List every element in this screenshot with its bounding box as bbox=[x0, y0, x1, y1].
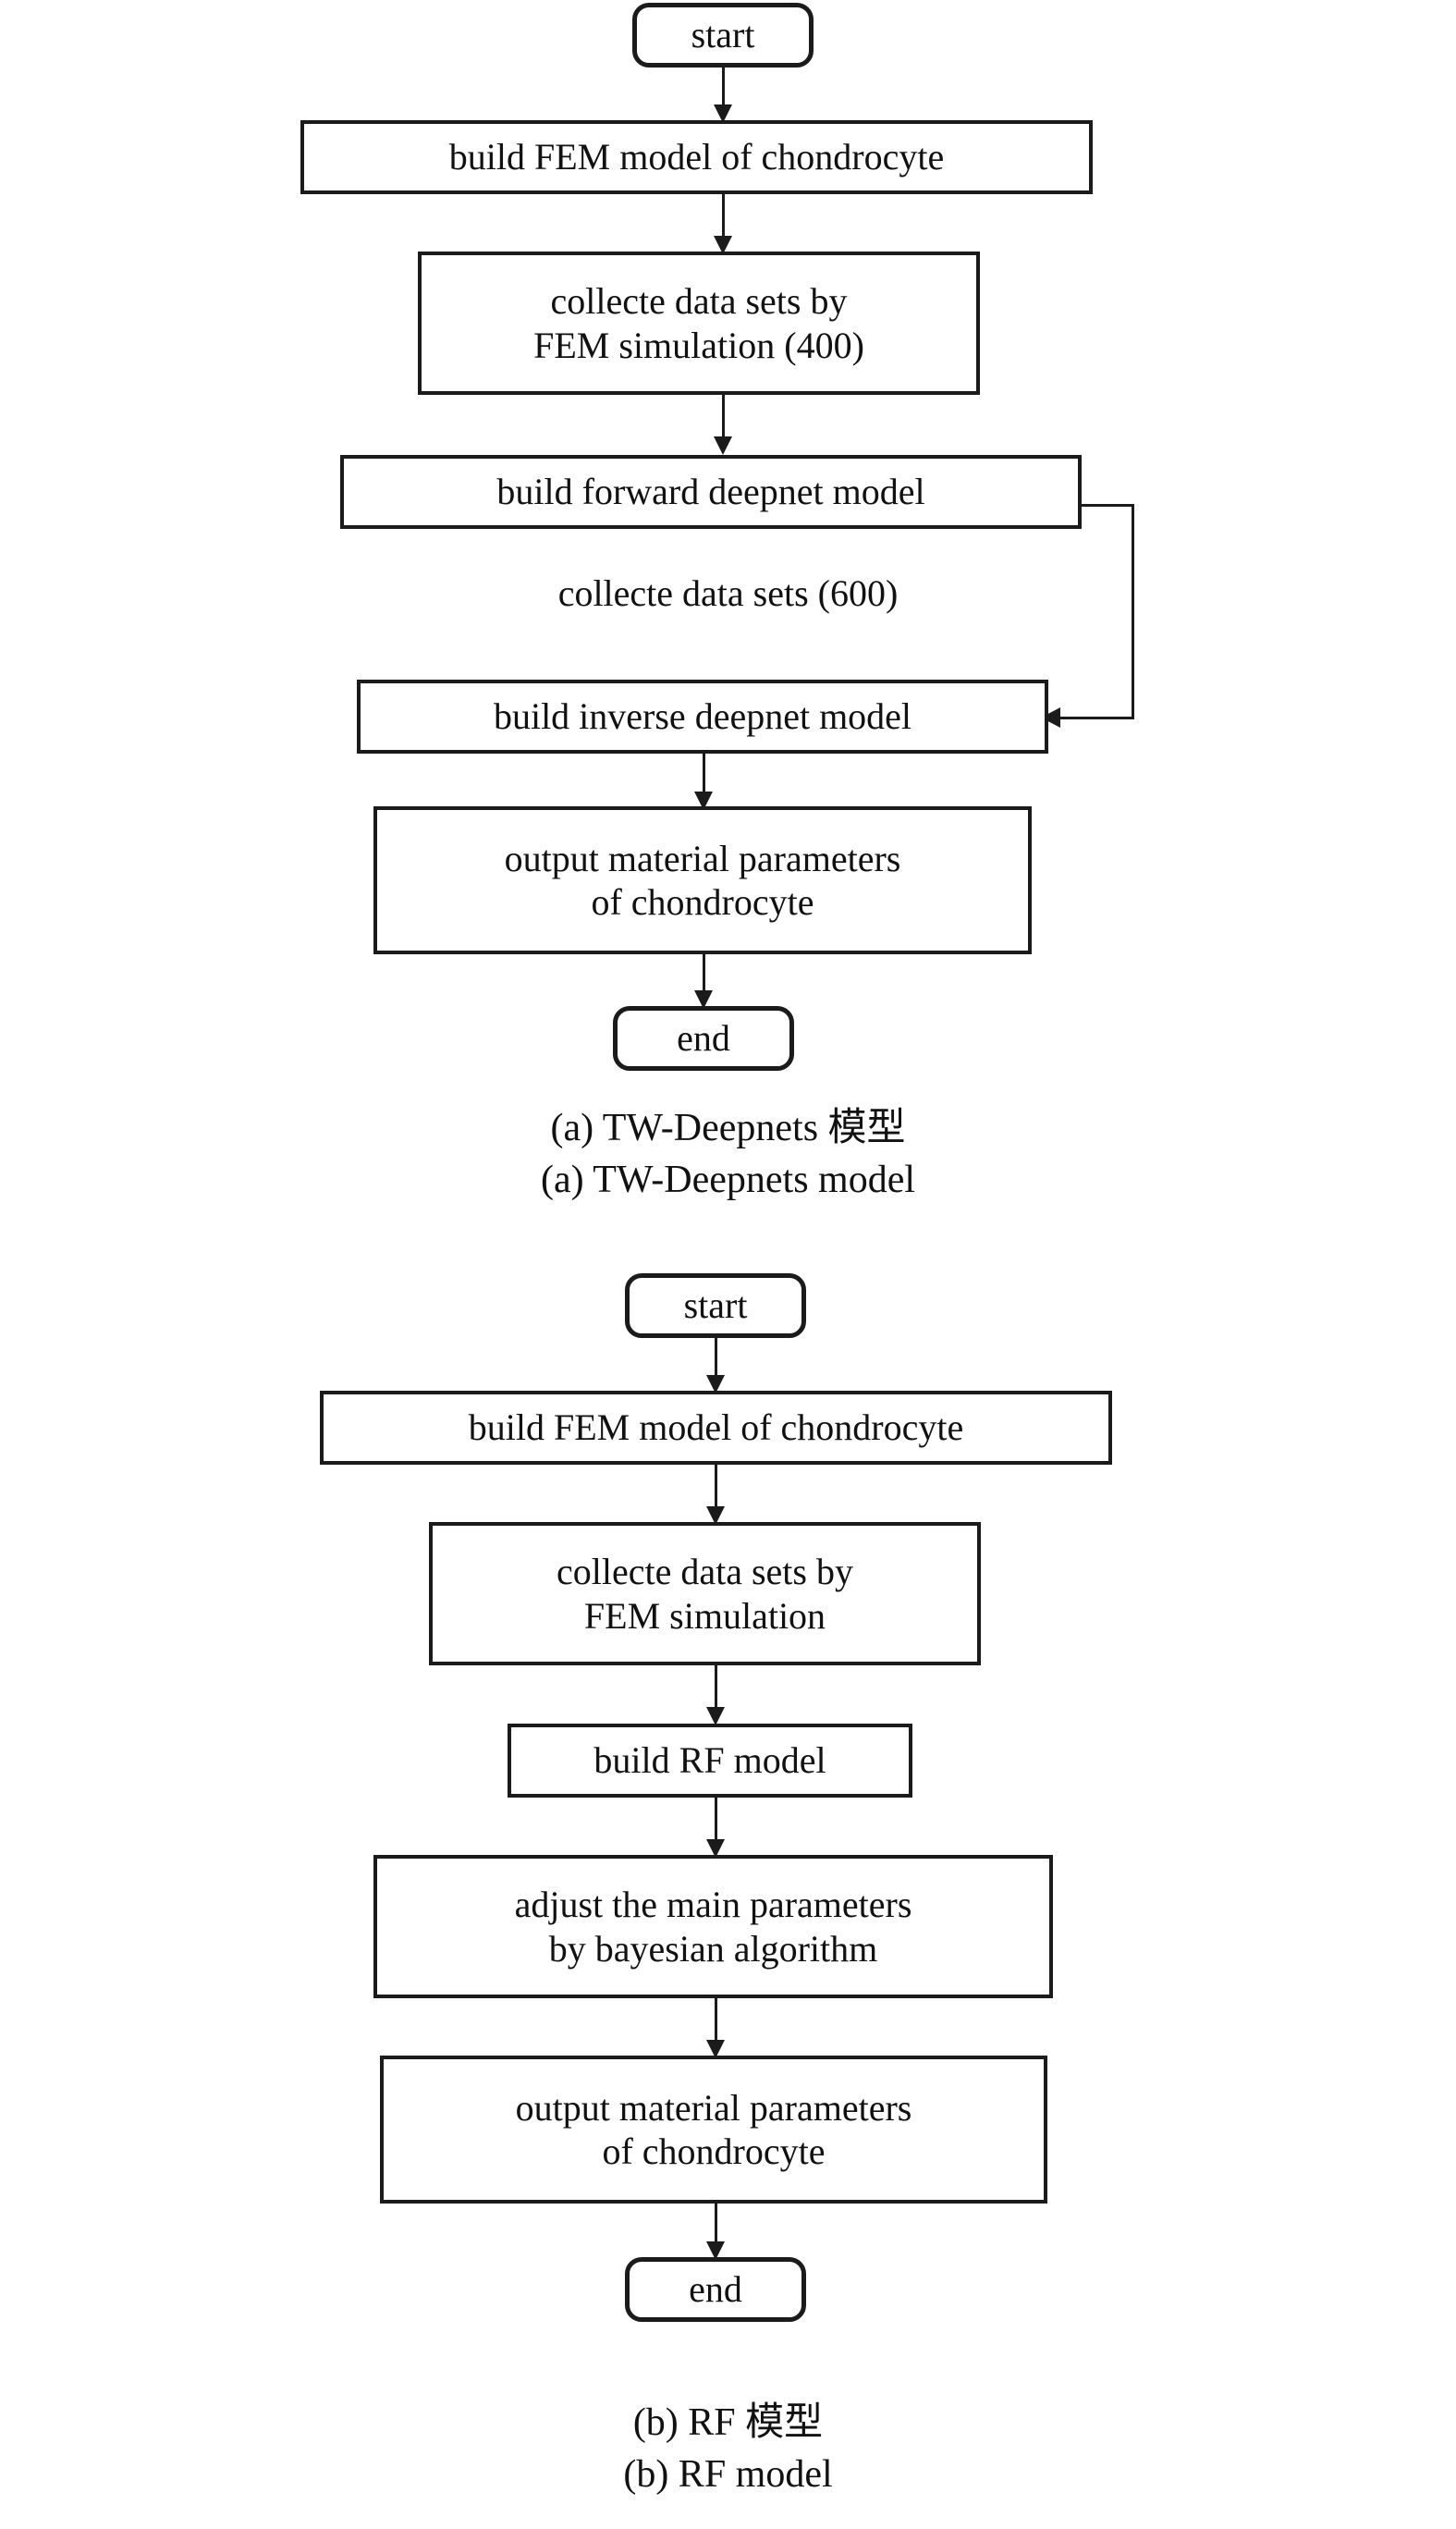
edge-a-loop-bottom bbox=[1056, 717, 1133, 719]
arrowhead-b-fem-to-collect bbox=[706, 1506, 725, 1525]
edge-b-fem-to-collect bbox=[715, 1465, 717, 1518]
node-b-collect: collecte data sets by FEM simulation bbox=[429, 1522, 981, 1665]
node-a-output: output material parameters of chondrocyt… bbox=[373, 806, 1032, 954]
arrowhead-b-start-to-fem bbox=[706, 1375, 725, 1393]
arrowhead-a-fem-to-collect bbox=[714, 236, 732, 254]
arrowhead-b-adjust-to-output bbox=[706, 2040, 725, 2058]
arrowhead-a-collect-to-forward bbox=[714, 436, 732, 455]
edge-b-adjust-to-output bbox=[715, 1998, 717, 2052]
edge-a-loop-top bbox=[1082, 504, 1134, 507]
node-a-forward: build forward deepnet model bbox=[340, 455, 1082, 529]
edge-a-inverse-to-output bbox=[703, 754, 705, 804]
caption-a-en: (a) TW-Deepnets model bbox=[540, 1159, 916, 1201]
caption-a-cn: (a) TW-Deepnets 模型 bbox=[550, 1107, 906, 1149]
node-b-start: start bbox=[625, 1273, 806, 1338]
node-b-fem: build FEM model of chondrocyte bbox=[320, 1391, 1112, 1465]
node-a-start: start bbox=[632, 3, 814, 68]
edge-a-loop-right bbox=[1132, 504, 1134, 719]
edge-b-start-to-fem bbox=[715, 1338, 717, 1386]
arrowhead-a-inverse-to-output bbox=[694, 792, 713, 810]
arrowhead-b-output-to-end bbox=[706, 2241, 725, 2260]
node-b-end: end bbox=[625, 2257, 806, 2322]
edge-b-output-to-end bbox=[715, 2204, 717, 2253]
node-b-adjust: adjust the main parameters by bayesian a… bbox=[373, 1855, 1053, 1998]
arrowhead-b-rf-to-adjust bbox=[706, 1839, 725, 1858]
edge-b-collect-to-rf bbox=[715, 1665, 717, 1719]
edge-a-collect-to-forward bbox=[722, 395, 725, 448]
edge-b-rf-to-adjust bbox=[715, 1798, 717, 1851]
edge-a-fem-to-collect bbox=[722, 194, 725, 248]
arrowhead-a-output-to-end bbox=[694, 990, 713, 1009]
caption-b-cn: (b) RF 模型 bbox=[632, 2401, 824, 2444]
node-b-rf: build RF model bbox=[508, 1724, 912, 1798]
node-b-output: output material parameters of chondrocyt… bbox=[380, 2056, 1047, 2204]
node-a-inverse: build inverse deepnet model bbox=[357, 680, 1048, 754]
node-a-end: end bbox=[613, 1006, 794, 1071]
caption-b-en: (b) RF model bbox=[623, 2453, 833, 2496]
arrowhead-a-start-to-fem bbox=[714, 104, 732, 123]
edge-a-start-to-fem bbox=[722, 68, 725, 116]
node-a-fem: build FEM model of chondrocyte bbox=[300, 120, 1093, 194]
edge-a-output-to-end bbox=[703, 954, 705, 1002]
arrowhead-b-collect-to-rf bbox=[706, 1707, 725, 1725]
node-a-collect: collecte data sets by FEM simulation (40… bbox=[418, 252, 980, 395]
edge-label-a-collecte-600: collecte data sets (600) bbox=[557, 572, 899, 614]
